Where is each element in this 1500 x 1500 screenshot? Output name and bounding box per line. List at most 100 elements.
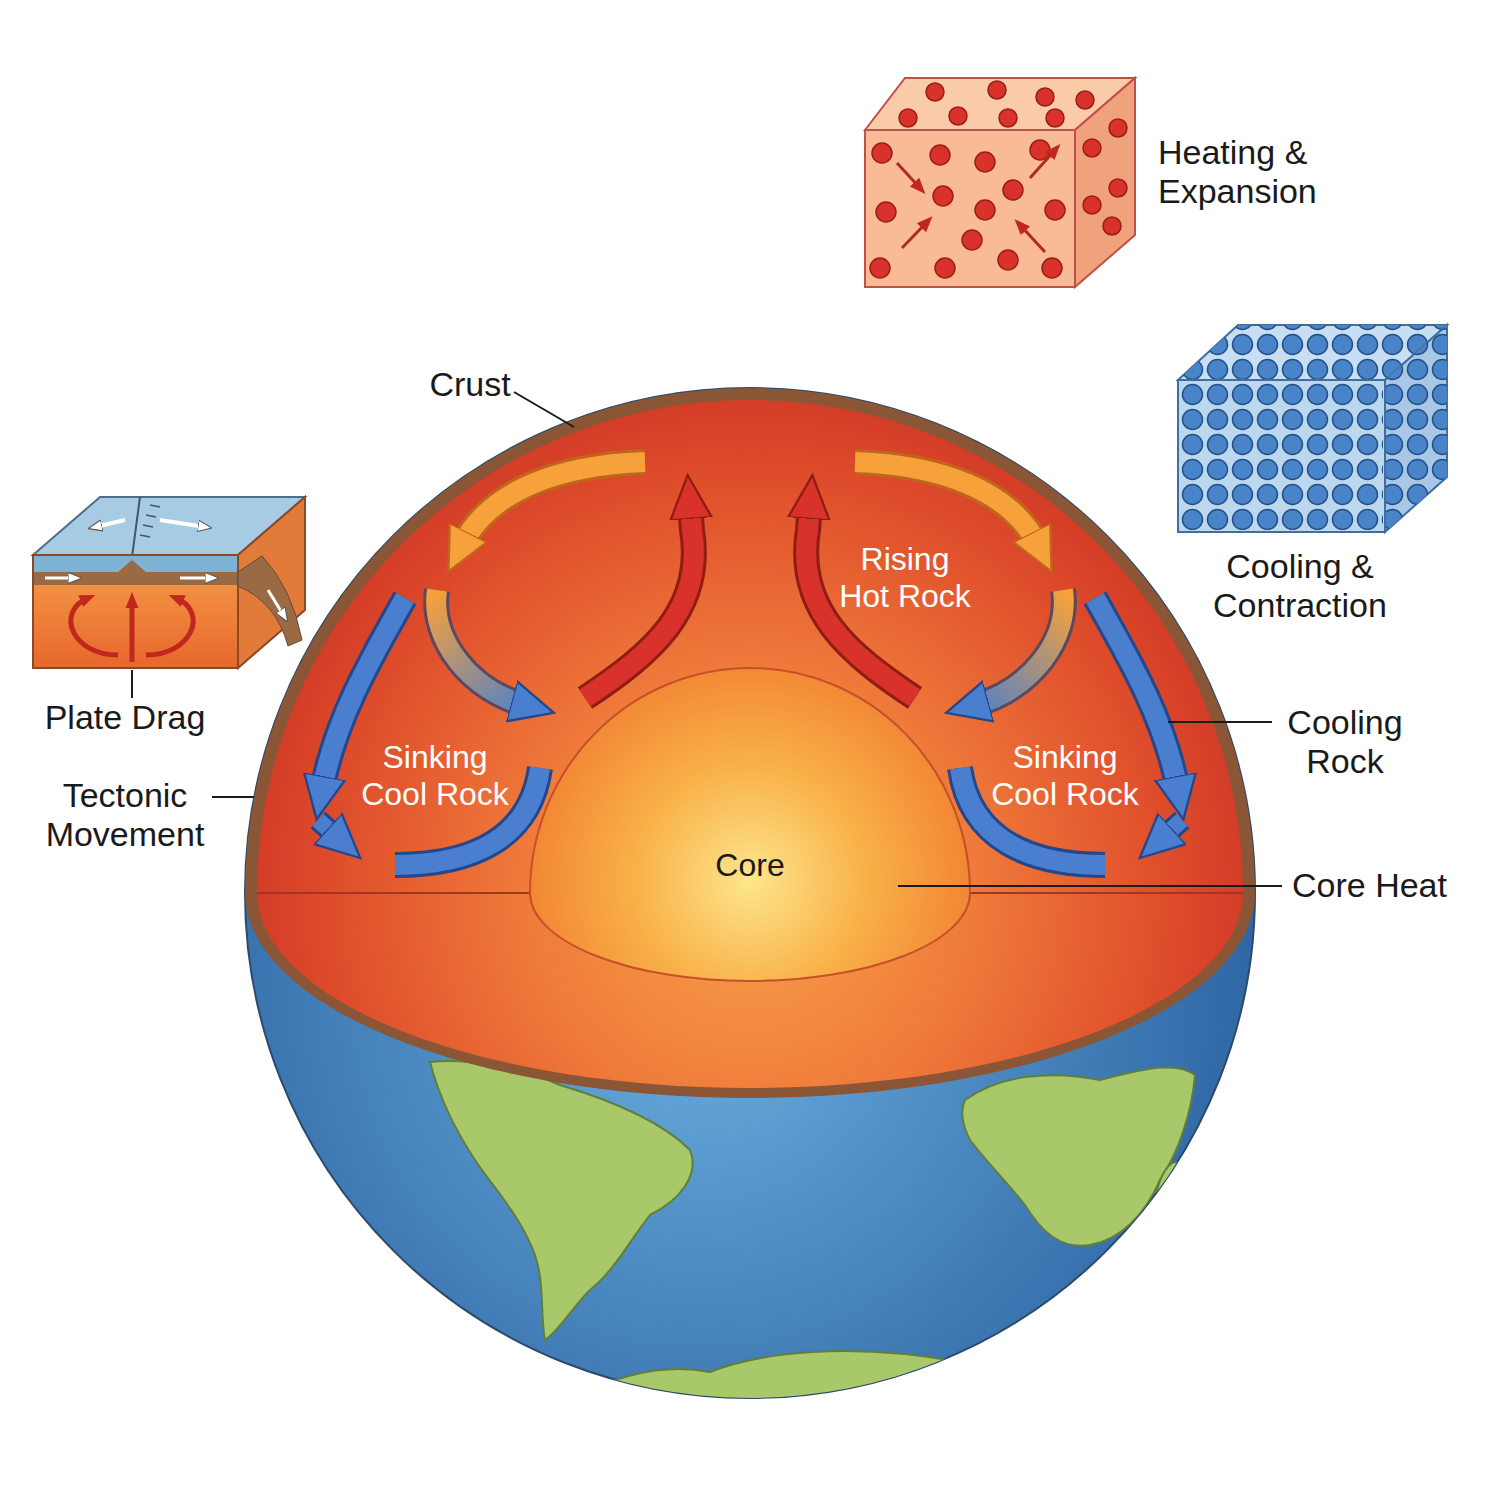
motion-arrow <box>897 163 920 188</box>
heating-cube-node: Heating & Expansion <box>860 70 1349 295</box>
particle <box>935 258 955 278</box>
particle <box>999 109 1017 127</box>
sinking-arrow <box>1162 820 1182 838</box>
particle <box>975 200 995 220</box>
process-caption: Heating & Expansion <box>1158 133 1343 211</box>
cooling-cube <box>1385 325 1447 532</box>
part-label: Core Heat <box>1292 866 1487 905</box>
core-shape <box>530 668 970 981</box>
convection-arrow <box>71 598 193 662</box>
cooling-cube <box>1180 382 1383 530</box>
plate-block <box>180 577 212 580</box>
spreading-arrow <box>462 462 1038 545</box>
convection-arrow <box>130 600 135 662</box>
cooling-cube <box>1385 325 1447 532</box>
leader-line <box>131 670 133 698</box>
particle <box>1083 196 1101 214</box>
spreading-arrow <box>855 462 1038 545</box>
cooling-arrow <box>436 590 525 705</box>
spreading-arrow <box>462 462 645 545</box>
particle <box>899 109 917 127</box>
particle <box>926 83 944 101</box>
leader-line <box>212 796 254 798</box>
particle <box>998 250 1018 270</box>
plate-block <box>45 577 75 580</box>
cooling-cube <box>1178 325 1447 532</box>
particle <box>988 81 1006 99</box>
globe <box>245 388 1255 1420</box>
plate-block <box>140 505 160 537</box>
particle <box>975 152 995 172</box>
particle <box>870 81 1127 278</box>
cooling-cube <box>1178 380 1385 532</box>
plate-block <box>268 590 284 616</box>
particle <box>872 143 892 163</box>
part-label: Tectonic Movement <box>25 776 225 854</box>
particle <box>1076 91 1094 109</box>
motion-arrow <box>1030 150 1055 178</box>
particle <box>933 186 953 206</box>
particle <box>1042 258 1062 278</box>
sinking-arrow <box>1162 820 1182 838</box>
continent <box>962 1067 1195 1245</box>
continent <box>430 1061 1195 1420</box>
particle <box>1109 119 1127 137</box>
plate-block <box>34 560 237 585</box>
particle <box>1003 180 1023 200</box>
continent <box>1151 1159 1184 1210</box>
mantle-section: Core Rising Hot RockSinking Cool Rock Sink… <box>245 388 1255 893</box>
leader-line <box>898 885 1282 887</box>
motion-arrow <box>902 222 927 248</box>
cooling-cube-node: Cooling & Contraction <box>1170 318 1460 631</box>
convection-arrow <box>146 598 193 655</box>
motion-arrow <box>1020 225 1045 252</box>
plate-block <box>33 497 305 668</box>
particle <box>930 145 950 165</box>
plate-block <box>160 520 205 527</box>
leader-line <box>514 392 574 427</box>
particle <box>949 107 967 125</box>
particle <box>870 258 890 278</box>
particle <box>1109 179 1127 197</box>
heating-cube <box>865 130 1075 287</box>
cooling-arrow <box>975 590 1064 705</box>
globe <box>245 388 1255 1398</box>
core-region: Core <box>530 668 970 980</box>
plate-block <box>238 556 302 646</box>
particle <box>962 230 982 250</box>
plate-block <box>95 520 125 527</box>
part-label: Crust <box>405 365 535 404</box>
plate-block <box>132 497 140 557</box>
flow-label: Rising Hot Rock <box>835 541 975 615</box>
convection-arrow <box>71 598 118 655</box>
heating-cube <box>865 78 1135 287</box>
particle <box>876 202 896 222</box>
particle <box>1046 109 1064 127</box>
spreading-arrow <box>855 462 1038 545</box>
flow-label: Sinking Cool Rock <box>353 739 518 813</box>
particle <box>1045 200 1065 220</box>
particle <box>1083 139 1101 157</box>
plate-block <box>238 497 305 668</box>
rising-arrow <box>585 505 694 698</box>
plate-block <box>33 555 238 668</box>
motion-arrow <box>897 150 1055 252</box>
flow-label: Sinking Cool Rock <box>983 739 1148 813</box>
continent <box>430 1061 693 1340</box>
cooling-arrow <box>975 590 1064 705</box>
rising-arrow <box>585 505 694 698</box>
part-label: Plate Drag <box>25 698 225 737</box>
sinking-arrow <box>318 820 338 838</box>
continent <box>560 1351 990 1420</box>
part-label: Cooling Rock <box>1275 703 1415 781</box>
core-label: Core <box>690 847 810 884</box>
sinking-arrow <box>318 598 1182 865</box>
heating-cube <box>1075 78 1135 287</box>
leader-line <box>1168 721 1272 723</box>
spreading-arrow <box>462 462 645 545</box>
particle <box>1036 88 1054 106</box>
particle <box>1103 217 1121 235</box>
